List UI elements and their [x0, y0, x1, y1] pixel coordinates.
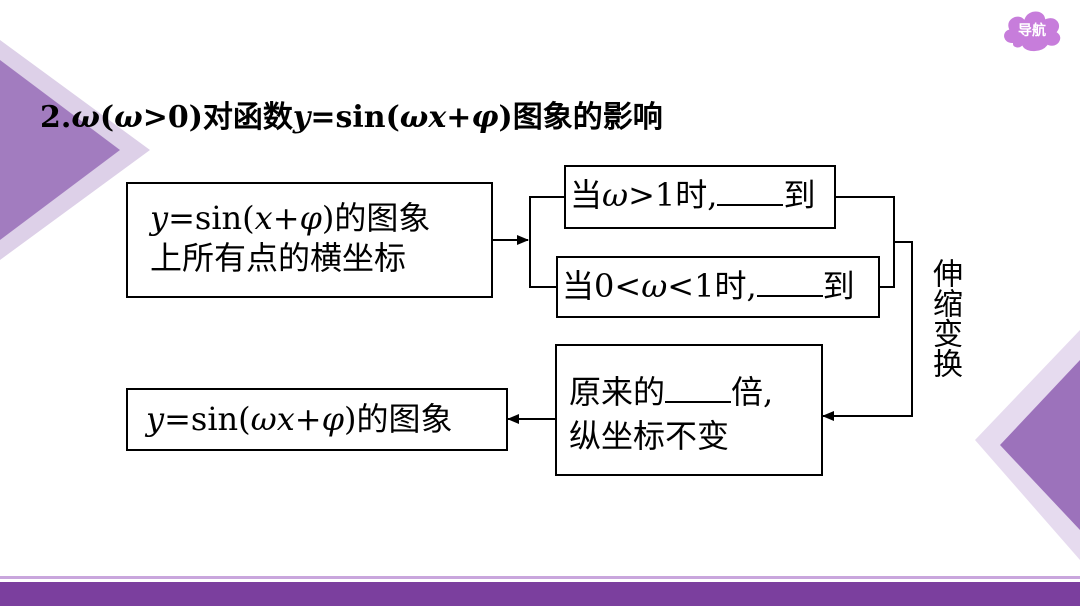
transform-label: 伸缩变换 [927, 258, 962, 378]
end-box: y=sin(ωx+φ)的图象 [126, 388, 508, 451]
start-line-1: y=sin(x+φ)的图象 [150, 199, 431, 237]
case-omega-less-than-1-box: 当0<ω<1时,到 [556, 256, 880, 318]
start-line-2: 上所有点的横坐标 [150, 239, 407, 277]
case-omega-greater-than-1-box: 当ω>1时,到 [564, 165, 836, 229]
result-box: 原来的倍, 纵坐标不变 [555, 344, 823, 476]
footer-bar [0, 582, 1080, 606]
answer-blank[interactable] [717, 174, 784, 206]
nav-button[interactable]: 导航 [998, 4, 1066, 56]
footer-accent-line [0, 576, 1080, 579]
answer-blank[interactable] [665, 371, 732, 403]
nav-label: 导航 [1018, 23, 1046, 39]
answer-blank[interactable] [756, 265, 823, 297]
cloud-icon [1002, 9, 1063, 54]
page-title: 2.ω(ω>0)对函数y=sin(ωx+φ)图象的影响 [40, 100, 663, 135]
result-line-2: 纵坐标不变 [569, 417, 730, 455]
start-box: y=sin(x+φ)的图象 上所有点的横坐标 [126, 182, 493, 298]
result-line-1: 原来的倍, [569, 370, 821, 414]
